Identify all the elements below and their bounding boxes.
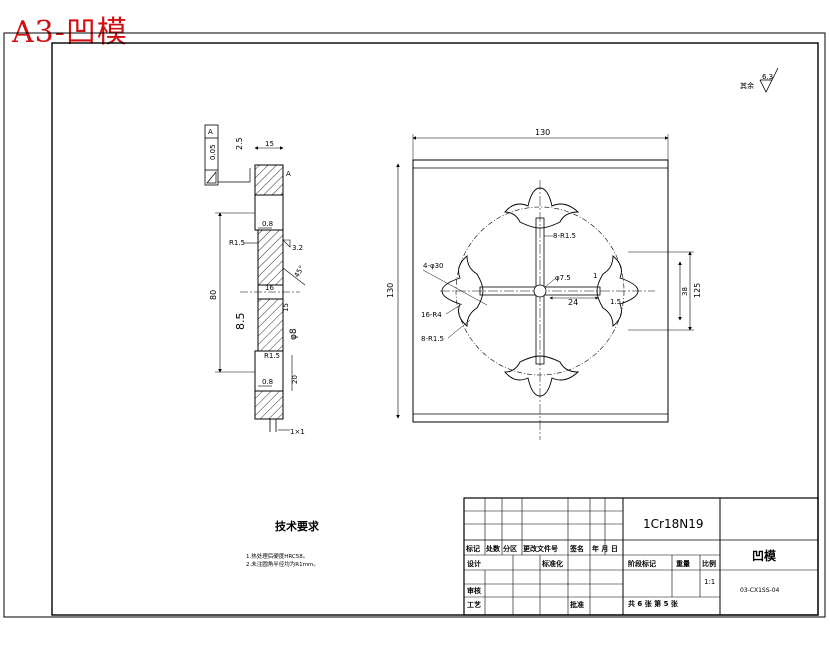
svg-text:2.5: 2.5 (235, 137, 244, 150)
lobe-top (504, 187, 580, 229)
svg-text:80: 80 (209, 290, 218, 300)
svg-text:A: A (208, 128, 213, 136)
svg-text:R1.5: R1.5 (264, 352, 280, 360)
svg-text:共 6 张 第 5 张: 共 6 张 第 5 张 (628, 599, 679, 608)
lobe-right (596, 255, 639, 327)
svg-text:批准: 批准 (570, 600, 584, 609)
surface-roughness-general: 其余 6.3 (740, 67, 779, 93)
svg-text:0.8: 0.8 (262, 378, 273, 386)
svg-text:6.3: 6.3 (762, 73, 773, 81)
svg-text:38: 38 (681, 287, 689, 296)
svg-text:130: 130 (386, 283, 395, 298)
svg-text:0.8: 0.8 (262, 220, 273, 228)
svg-text:工艺: 工艺 (467, 600, 481, 609)
svg-text:1:1: 1:1 (704, 578, 715, 586)
svg-text:16-R4: 16-R4 (421, 311, 442, 319)
svg-text:20: 20 (291, 375, 299, 384)
svg-text:16: 16 (265, 284, 274, 292)
svg-text:R1.5: R1.5 (229, 239, 245, 247)
svg-text:1Cr18N19: 1Cr18N19 (643, 517, 703, 531)
svg-text:15: 15 (282, 303, 290, 312)
lobe-left (441, 255, 484, 327)
svg-text:签名: 签名 (569, 544, 584, 553)
svg-text:130: 130 (535, 128, 550, 137)
svg-text:3.2: 3.2 (292, 244, 303, 252)
svg-text:8-R1.5: 8-R1.5 (421, 335, 444, 343)
svg-text:技术要求: 技术要求 (275, 519, 320, 533)
svg-text:φ8: φ8 (289, 328, 299, 340)
svg-text:分区: 分区 (503, 544, 517, 553)
svg-text:15: 15 (265, 140, 274, 148)
svg-text:审核: 审核 (467, 586, 481, 595)
svg-text:4-φ30: 4-φ30 (423, 262, 444, 270)
svg-text:比例: 比例 (702, 559, 716, 568)
svg-text:1.热处理后硬度HRC58。: 1.热处理后硬度HRC58。 (246, 552, 308, 560)
svg-text:标记: 标记 (465, 544, 480, 553)
svg-text:凹模: 凹模 (752, 548, 777, 563)
svg-text:阶段标记: 阶段标记 (628, 559, 656, 568)
svg-text:其余: 其余 (740, 81, 754, 90)
svg-text:处数: 处数 (485, 544, 501, 553)
front-plan-view: 130 130 125 38 8-R1.5 4-φ30 16-R4 8-R1.5 (386, 128, 702, 440)
svg-text:24: 24 (568, 298, 578, 307)
svg-text:重量: 重量 (676, 559, 690, 568)
outer-border (3, 32, 826, 618)
svg-text:更改文件号: 更改文件号 (523, 544, 558, 553)
svg-text:年 月 日: 年 月 日 (592, 544, 618, 553)
svg-text:03-CX1SS-04: 03-CX1SS-04 (740, 587, 780, 594)
svg-text:设计: 设计 (467, 559, 481, 568)
svg-text:标准化: 标准化 (541, 559, 563, 568)
title-block: 标记 处数 分区 更改文件号 签名 年 月 日 设计 标准化 审核 工艺 批准 … (463, 497, 819, 616)
datum-tolerance-frame (204, 124, 219, 186)
svg-text:2.未注圆角半径均为R1mm。: 2.未注圆角半径均为R1mm。 (246, 560, 319, 568)
svg-text:1.5: 1.5 (610, 298, 621, 306)
lobe-bottom (504, 355, 580, 397)
svg-text:8-R1.5: 8-R1.5 (553, 232, 576, 240)
svg-text:1: 1 (593, 272, 597, 280)
side-section-view: A 0.05 2.5 15 A 0.8 R1.5 3.2 80 (204, 124, 306, 436)
svg-text:A: A (286, 170, 291, 178)
svg-text:0.05: 0.05 (209, 144, 217, 160)
technical-requirements: 技术要求 1.热处理后硬度HRC58。 2.未注圆角半径均为R1mm。 (246, 519, 320, 568)
svg-text:125: 125 (693, 283, 702, 298)
svg-text:1×1: 1×1 (290, 428, 305, 436)
svg-text:φ7.5: φ7.5 (555, 274, 571, 282)
inner-border (51, 42, 819, 616)
svg-text:8.5: 8.5 (234, 313, 247, 331)
